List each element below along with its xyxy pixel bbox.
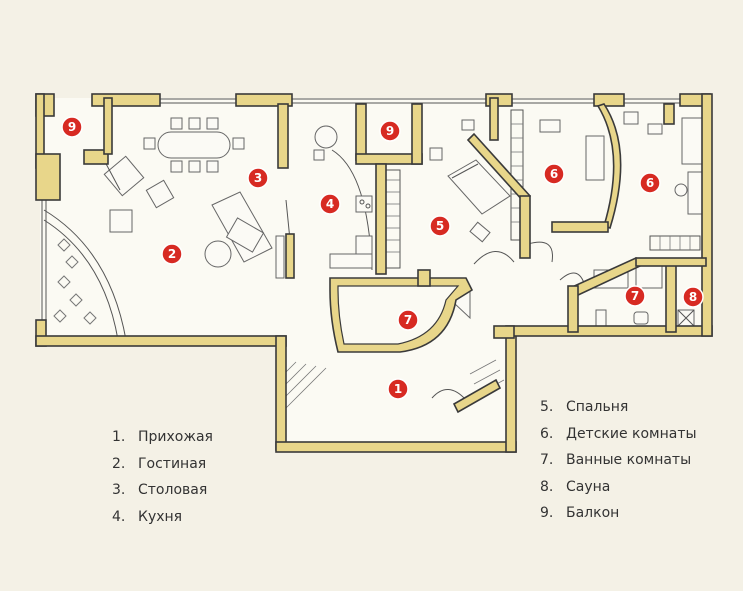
svg-text:7: 7 [631,289,639,303]
bedroom-furniture [447,119,511,243]
legend-label: Столовая [138,482,208,498]
legend-item-2: 2. Гостиная [112,451,213,478]
legend-right: 5. Спальня 6. Детские комнаты 7. Ванные ком… [540,394,697,527]
svg-text:7: 7 [404,313,412,327]
dining-set [143,117,245,173]
room-marker-6a: 6 [543,163,565,185]
room-marker-7b: 7 [624,285,646,307]
walls [35,93,713,453]
legend-num: 9. [540,505,554,521]
legend-left: 1. Прихожая 2. Гостиная 3. Столовая 4. Кухня [112,424,213,530]
legend-num: 7. [540,452,554,468]
legend-item-8: 8. Сауна [540,474,697,501]
svg-text:3: 3 [254,171,262,185]
svg-text:5: 5 [436,219,444,233]
legend-item-1: 1. Прихожая [112,424,213,451]
svg-text:2: 2 [168,247,176,261]
svg-text:6: 6 [550,167,558,181]
legend-label: Спальня [566,399,629,415]
legend-item-4: 4. Кухня [112,504,213,531]
room-marker-9a: 9 [61,116,83,138]
room-marker-6b: 6 [639,172,661,194]
legend-label: Ванные комнаты [566,452,692,468]
legend-label: Кухня [138,508,183,525]
svg-text:4: 4 [326,197,334,211]
legend-item-5: 5. Спальня [540,394,697,421]
room-marker-9b: 9 [379,120,401,142]
svg-text:1: 1 [394,382,402,396]
legend-label: Детские комнаты [566,425,697,442]
legend-label: Прихожая [138,429,213,445]
room-marker-2: 2 [161,243,183,265]
legend-label: Сауна [566,478,611,495]
room-marker-8: 8 [682,286,704,308]
svg-text:9: 9 [68,120,76,134]
balcony-curve-1 [43,219,119,341]
legend-num: 8. [540,478,554,495]
room-marker-4: 4 [319,193,341,215]
living-furniture [103,155,285,279]
legend-item-3: 3. Столовая [112,477,213,504]
room-marker-7a: 7 [397,309,419,331]
svg-text:9: 9 [386,124,394,138]
legend-num: 4. [112,508,126,525]
legend-label: Гостиная [138,455,207,472]
windows [41,98,680,320]
legend-num: 6. [540,425,554,442]
kitchen-furniture [313,125,443,271]
legend-item-6: 6. Детские комнаты [540,421,697,448]
legend-num: 5. [540,399,554,415]
room-marker-1: 1 [387,378,409,400]
legend-num: 2. [112,455,126,472]
room-marker-5: 5 [429,215,451,237]
svg-text:8: 8 [689,290,697,304]
room-marker-3: 3 [247,167,269,189]
legend-num: 1. [112,429,126,445]
legend-item-7: 7. Ванные комнаты [540,447,697,474]
balcony-curve-2 [43,209,127,341]
legend-item-9: 9. Балкон [540,500,697,527]
legend-num: 3. [112,482,126,498]
svg-text:6: 6 [646,176,654,190]
wardrobe-hatch [285,123,691,409]
floor-area [40,98,708,446]
door-arcs [103,159,587,401]
legend-label: Балкон [566,505,620,521]
plants [53,238,97,325]
